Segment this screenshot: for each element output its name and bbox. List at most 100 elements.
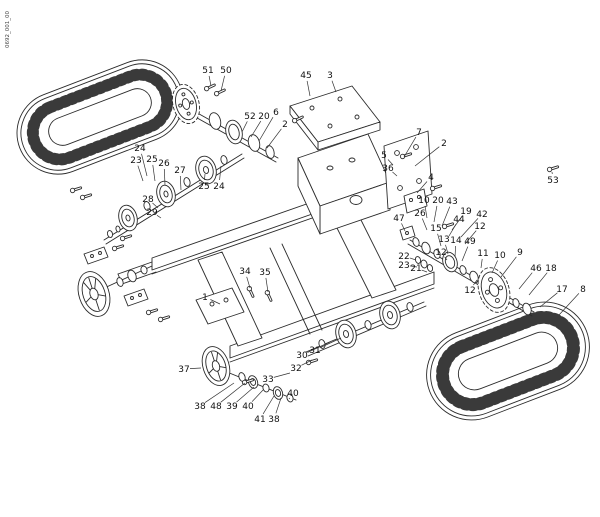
- rubber-track-left: [16, 59, 184, 175]
- callout-leader: [152, 202, 159, 209]
- callout-leader: [265, 277, 269, 293]
- bolt-icon: [213, 88, 226, 97]
- bolt-icon: [291, 115, 304, 124]
- part-callout-33: 33: [262, 375, 273, 385]
- wheel-assembly-37: [201, 346, 297, 403]
- bottom-rollers: [305, 300, 427, 357]
- part-callout-26: 26: [158, 159, 170, 169]
- callout-leader: [189, 367, 202, 369]
- callout-leader: [331, 80, 337, 93]
- part-callout-27: 27: [174, 166, 185, 176]
- callout-leader: [246, 276, 251, 289]
- callout-leader: [208, 75, 212, 87]
- bolts: [69, 83, 560, 386]
- callout-leader: [445, 244, 449, 255]
- callout-leader: [414, 146, 440, 167]
- callout-leader: [433, 205, 438, 223]
- part-callout-17: 17: [556, 285, 567, 295]
- part-callout-13: 13: [438, 235, 449, 245]
- part-callout-38: 38: [268, 415, 280, 425]
- part-callout-2: 2: [282, 120, 288, 130]
- part-callout-51: 51: [202, 66, 213, 76]
- callout-leader: [409, 257, 417, 261]
- callout-leader: [251, 389, 264, 402]
- part-callout-34: 34: [239, 267, 251, 277]
- callout-leader: [179, 175, 182, 191]
- part-callout-49: 49: [464, 237, 476, 247]
- callout-leader: [266, 128, 282, 149]
- callout-leader: [163, 168, 166, 186]
- callout-leader: [454, 245, 456, 258]
- part-callout-46: 46: [530, 264, 542, 274]
- callout-leader: [241, 121, 248, 133]
- sprocket-assembly-left: [171, 83, 279, 163]
- callout-leader: [141, 153, 148, 177]
- part-callout-23: 23: [398, 261, 409, 271]
- callout-leader: [301, 359, 313, 366]
- part-callout-50: 50: [220, 66, 232, 76]
- part-callout-5: 5: [381, 151, 387, 161]
- callout-leader: [528, 272, 548, 296]
- part-callout-53: 53: [547, 176, 558, 186]
- part-callout-24: 24: [213, 182, 225, 192]
- callout-leader: [204, 173, 206, 181]
- part-callout-25: 25: [146, 155, 157, 165]
- part-callout-24: 24: [134, 144, 146, 154]
- callout-leader: [441, 206, 451, 227]
- part-callout-7: 7: [416, 128, 422, 138]
- callout-leader: [473, 279, 478, 286]
- callout-leader: [461, 246, 469, 262]
- callout-leader: [424, 205, 428, 219]
- bolt-icon: [79, 193, 93, 201]
- bolt-icon: [546, 165, 560, 173]
- part-callout-1: 1: [202, 293, 208, 303]
- rubber-track-right: [426, 301, 590, 421]
- callout-leader: [401, 223, 406, 232]
- callout-leader: [275, 397, 282, 414]
- callout-leader: [464, 230, 477, 245]
- part-callout-52: 52: [244, 112, 255, 122]
- part-callout-14: 14: [450, 236, 462, 246]
- part-callout-35: 35: [259, 268, 270, 278]
- callout-leader: [437, 233, 442, 247]
- bolt-icon: [399, 152, 413, 160]
- callout-leader: [392, 171, 398, 177]
- callout-leader: [152, 164, 156, 182]
- callout-leader: [288, 397, 290, 400]
- part-callout-12: 12: [464, 286, 475, 296]
- small-plates: [83, 246, 149, 307]
- callout-leader: [460, 218, 479, 238]
- main-frame: [117, 185, 435, 363]
- part-callout-23: 23: [130, 156, 141, 166]
- roller-line-left: [103, 153, 245, 245]
- lower-bracket: [195, 287, 245, 325]
- part-callout-20: 20: [258, 112, 270, 122]
- part-callout-47: 47: [393, 214, 404, 224]
- part-callout-39: 39: [226, 402, 238, 412]
- part-callout-48: 48: [210, 402, 222, 412]
- bracket-47: [399, 225, 416, 241]
- part-callout-10: 10: [494, 251, 506, 261]
- callout-leader: [387, 159, 394, 166]
- part-callout-21: 21: [410, 264, 421, 274]
- sprocket-assembly-right: [407, 237, 535, 317]
- callout-leader: [262, 395, 275, 415]
- part-callout-44: 44: [453, 215, 465, 225]
- bolt-icon: [203, 83, 216, 92]
- callout-leader: [444, 256, 448, 261]
- callout-leader: [258, 117, 274, 142]
- part-callout-8: 8: [580, 285, 586, 295]
- part-callout-4: 4: [428, 173, 434, 183]
- bolt-icon: [119, 234, 133, 242]
- bolt-icon: [264, 289, 273, 302]
- part-callout-12: 12: [474, 222, 485, 232]
- callout-leader: [210, 299, 221, 305]
- part-callout-15: 15: [430, 224, 441, 234]
- drive-sprocket-right: [477, 267, 511, 313]
- part-callout-22: 22: [398, 252, 409, 262]
- callout-leader: [409, 265, 418, 268]
- callout-leader: [220, 75, 225, 92]
